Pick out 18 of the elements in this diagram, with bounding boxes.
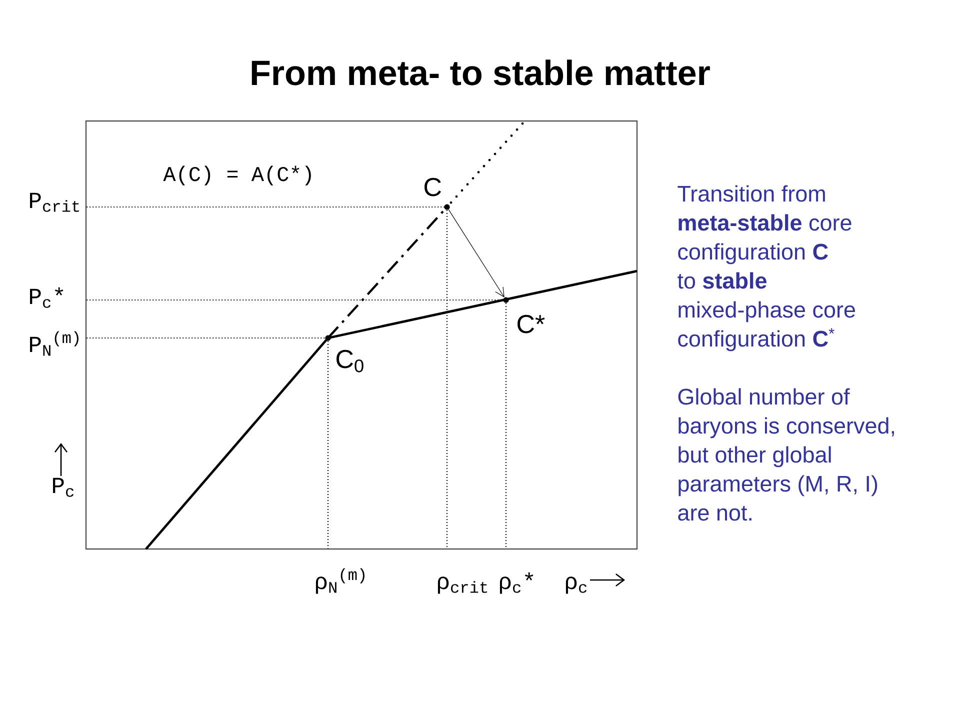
axis-label: P$_{c}$ [53,478,74,497]
paragraph: to stable mixed-phase core configuration C$^{*}$ [678,272,855,352]
equation-text: A(C) = A(C*) [163,166,311,186]
point-marker [444,204,450,210]
axis-label: ρ$_{crit}$ [438,576,487,594]
axis-label: ρ$_{c}$ [566,576,586,594]
axis-label: P$_{c}$* [30,287,64,308]
axis-label: P$_{N}$(m) [30,331,78,356]
axis-label: ρ$_{c}$* [500,572,534,594]
paragraph: Global number of baryons is conserved, but other global parameters (M, R, I) are not. [678,388,894,521]
title: From meta- to stable matter [252,60,710,86]
point-label: C$_{0}$ [336,350,364,372]
axis-label: ρ$_{N}$(m) [316,568,364,594]
point-label: C* [518,314,545,334]
point-label: C [424,178,441,196]
arrow [448,209,504,298]
point-marker [503,297,509,303]
axis-label: P$_{crit}$ [30,192,79,212]
